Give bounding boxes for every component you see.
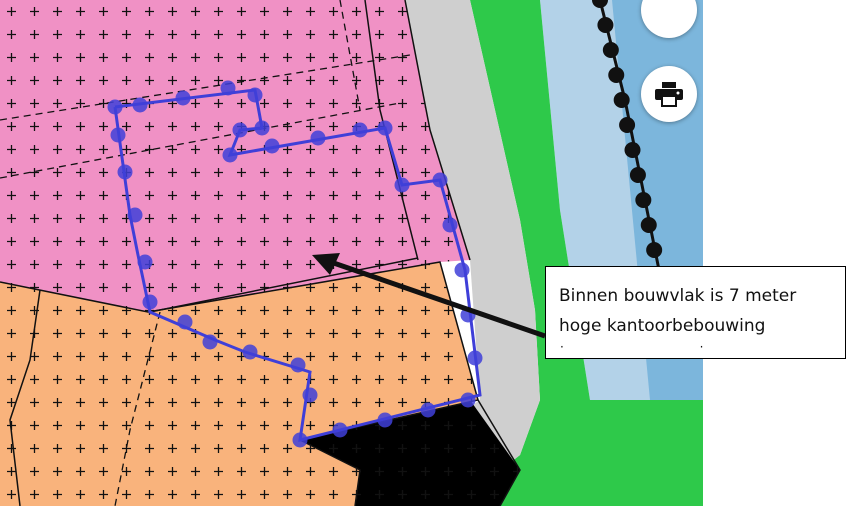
selection-vertex[interactable] bbox=[177, 314, 193, 330]
selection-vertex[interactable] bbox=[460, 392, 476, 408]
selection-vertex[interactable] bbox=[302, 387, 318, 403]
selection-vertex[interactable] bbox=[377, 120, 393, 136]
railway-node bbox=[608, 67, 625, 83]
selection-vertex[interactable] bbox=[467, 350, 483, 366]
zoning-boundaries bbox=[0, 0, 521, 506]
zoning-map[interactable] bbox=[0, 0, 703, 506]
railway-node bbox=[635, 192, 652, 208]
selection-vertex[interactable] bbox=[117, 164, 133, 180]
railway-node bbox=[592, 0, 608, 8]
railway-node bbox=[613, 92, 630, 108]
greenery-area bbox=[455, 0, 703, 506]
selection-vertex[interactable] bbox=[242, 344, 258, 360]
selection-vertex[interactable] bbox=[264, 138, 280, 154]
mixed-zone-hatching bbox=[0, 262, 478, 506]
selection-vertex[interactable] bbox=[232, 122, 248, 138]
selection-vertex[interactable] bbox=[310, 130, 326, 146]
selection-vertex[interactable] bbox=[220, 80, 236, 96]
railway-node bbox=[624, 142, 641, 158]
railway-node bbox=[619, 117, 636, 133]
selection-vertex[interactable] bbox=[247, 87, 263, 103]
selection-vertex[interactable] bbox=[137, 254, 153, 270]
dashed-boundaries bbox=[0, 0, 411, 506]
selection-vertex[interactable] bbox=[254, 120, 270, 136]
selection-vertex[interactable] bbox=[290, 357, 306, 373]
railway-node bbox=[602, 42, 619, 58]
annotation-arrow bbox=[312, 253, 546, 339]
print-button[interactable] bbox=[641, 66, 697, 122]
road-area bbox=[380, 0, 540, 506]
legend-icon bbox=[653, 0, 685, 20]
annotation-callout: Binnen bouwvlak is 7 meter hoge kantoorb… bbox=[545, 266, 846, 359]
railway-node bbox=[646, 242, 663, 258]
selection-vertex[interactable] bbox=[132, 97, 148, 113]
selection-vertex[interactable] bbox=[352, 122, 368, 138]
annotation-line-1: Binnen bouwvlak is 7 meter bbox=[559, 286, 797, 306]
selection-vertex[interactable] bbox=[420, 402, 436, 418]
selection-vertex[interactable] bbox=[332, 422, 348, 438]
printer-icon bbox=[655, 82, 683, 107]
selection-vertex[interactable] bbox=[454, 262, 470, 278]
plot-hatching bbox=[300, 400, 520, 506]
selection-vertex[interactable] bbox=[142, 294, 158, 310]
selection-vertex[interactable] bbox=[107, 99, 123, 115]
selection-vertex[interactable] bbox=[110, 127, 126, 143]
selection-vertex[interactable] bbox=[127, 207, 143, 223]
map-viewport[interactable] bbox=[0, 0, 703, 506]
selection-vertex[interactable] bbox=[432, 172, 448, 188]
railway-node bbox=[597, 17, 614, 33]
selection-vertex[interactable] bbox=[175, 90, 191, 106]
selection-vertex[interactable] bbox=[442, 217, 458, 233]
selection-vertex[interactable] bbox=[394, 177, 410, 193]
selection-vertex[interactable] bbox=[377, 412, 393, 428]
railway-node bbox=[640, 217, 657, 233]
selection-vertex[interactable] bbox=[222, 147, 238, 163]
annotation-trailing-dots: · · bbox=[560, 340, 770, 354]
selection-vertex[interactable] bbox=[202, 334, 218, 350]
annotation-line-2: hoge kantoorbebouwing bbox=[559, 316, 766, 336]
selection-boundary[interactable] bbox=[107, 80, 483, 448]
railway-node bbox=[629, 167, 646, 183]
selection-vertex[interactable] bbox=[292, 432, 308, 448]
